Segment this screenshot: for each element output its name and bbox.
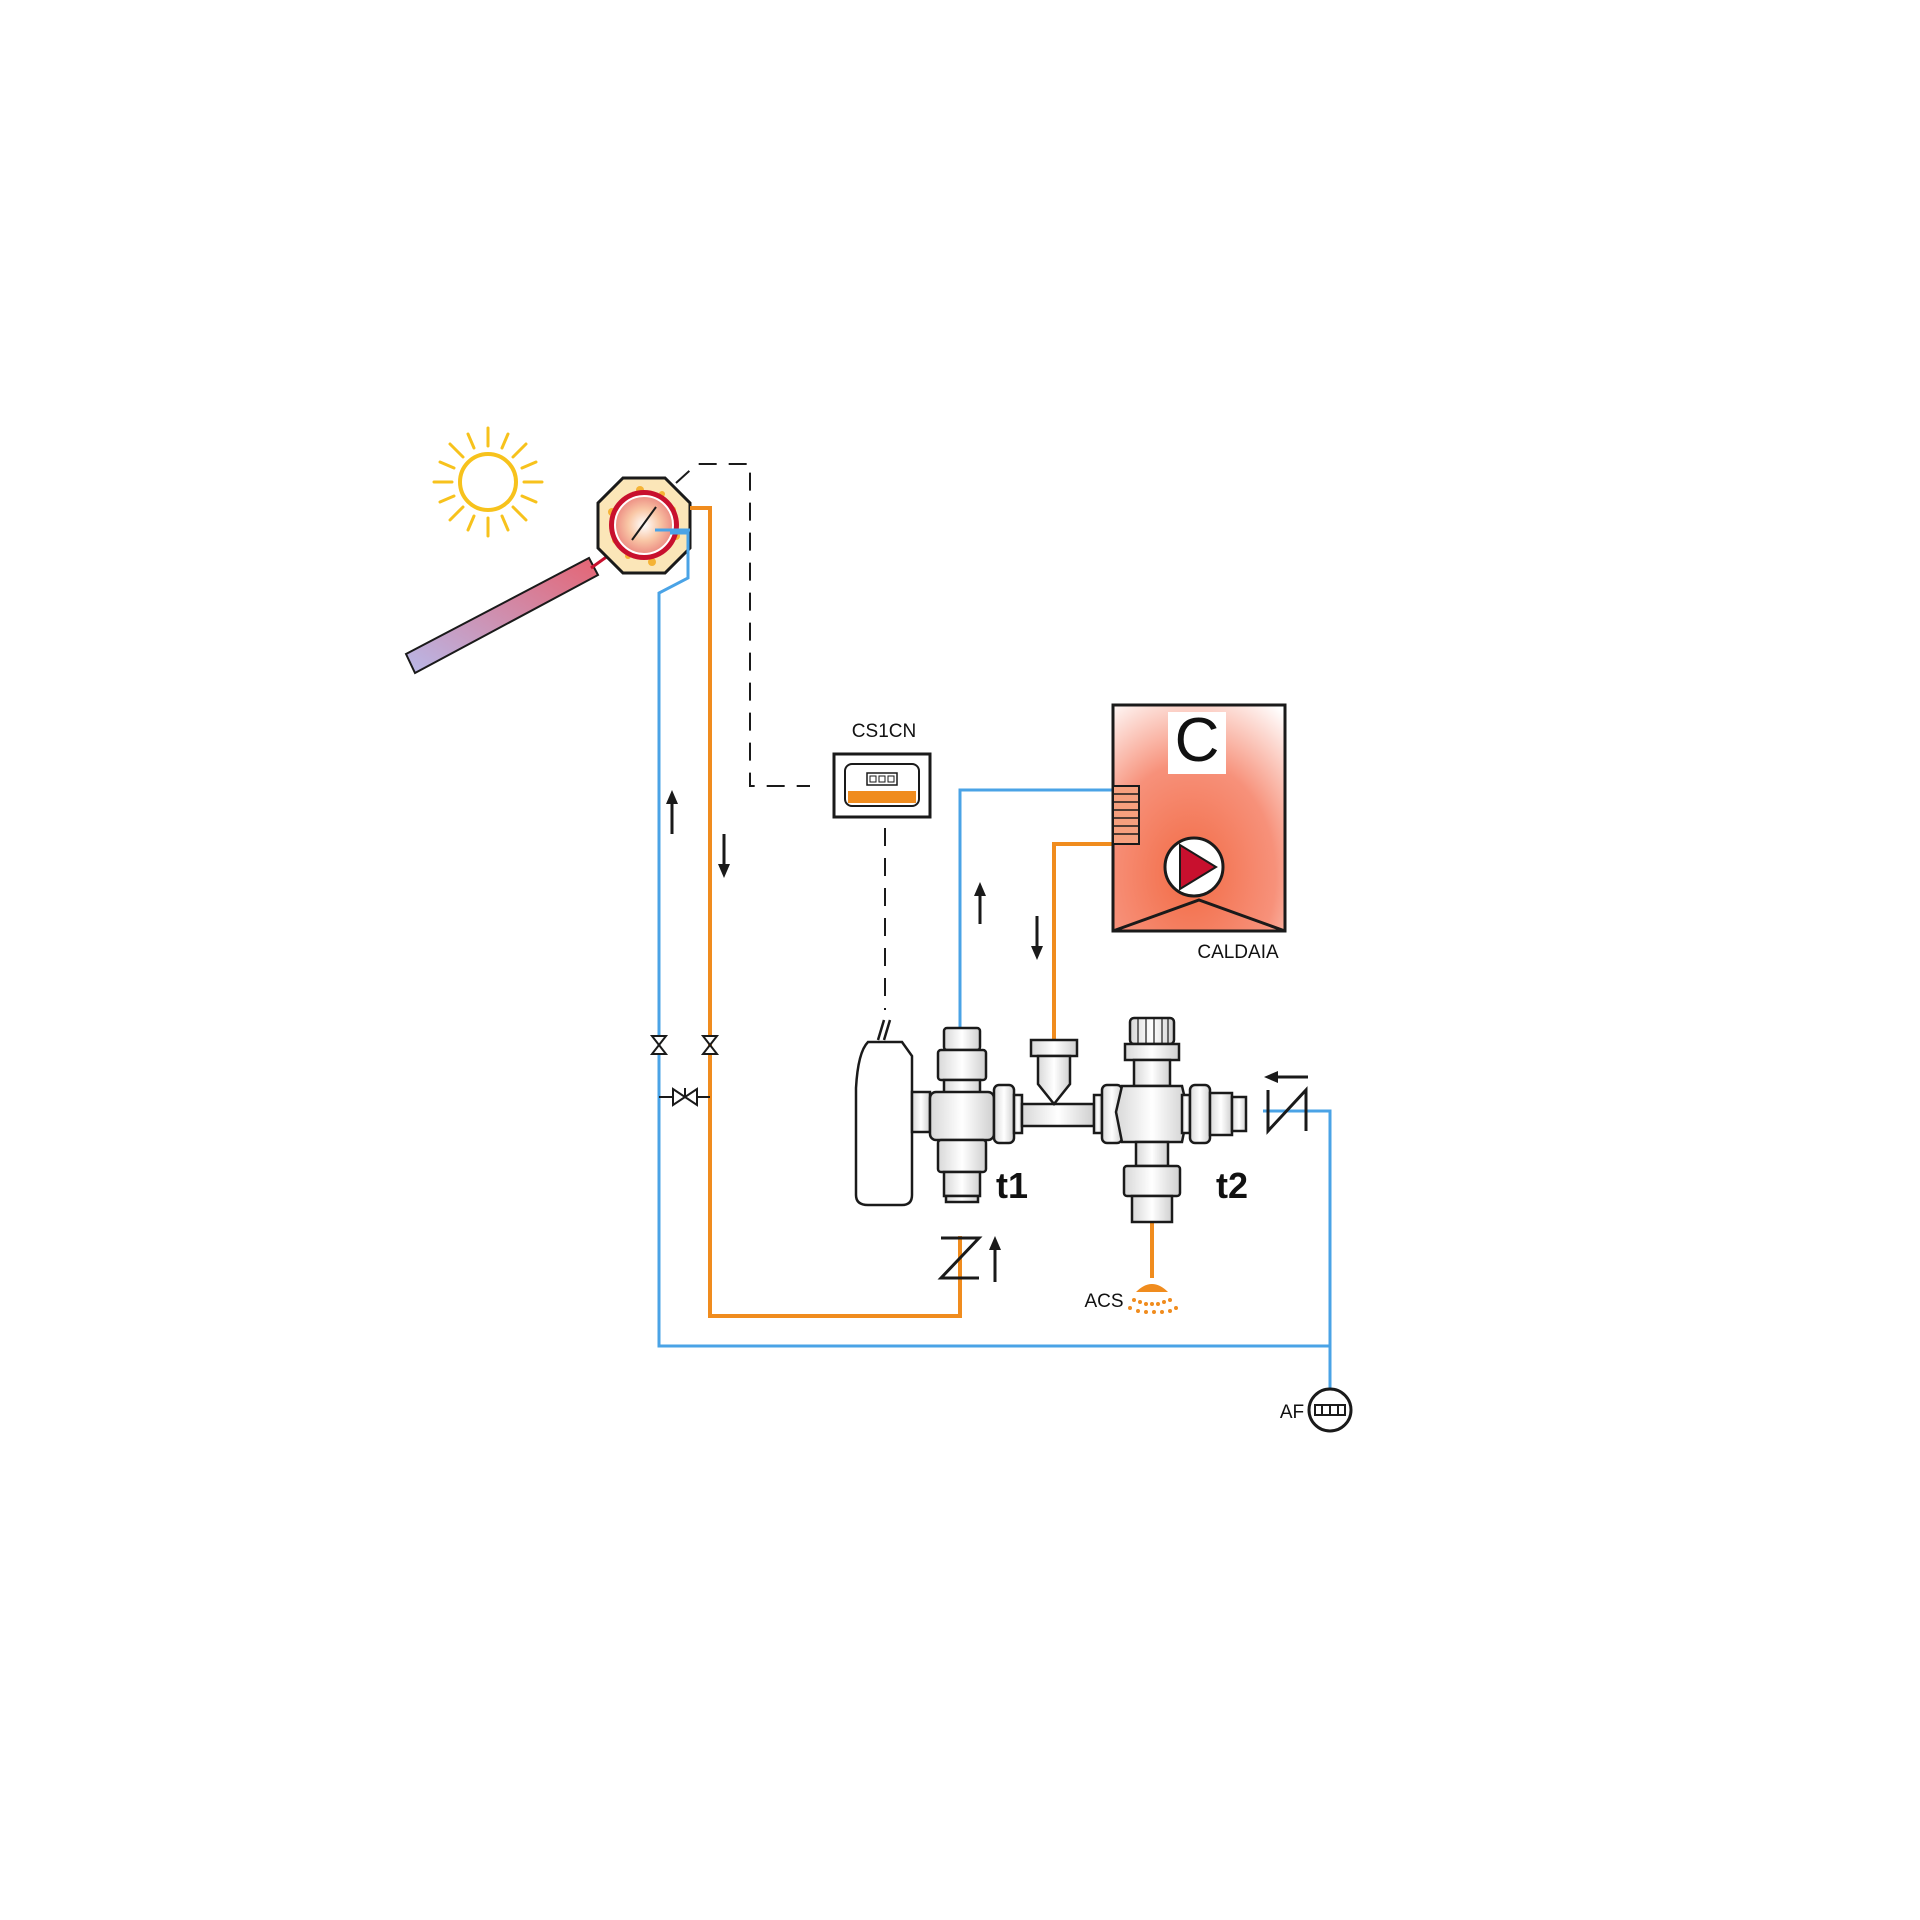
- pump-icon: [1163, 836, 1225, 898]
- valve-assembly: [854, 1016, 1248, 1224]
- shower-icon: [1128, 1284, 1178, 1314]
- flow-arrow-icon: [1264, 1071, 1308, 1083]
- hot-water-label: ACS: [1084, 1291, 1123, 1312]
- controller-label: CS1CN: [852, 721, 916, 742]
- cold-water-label: AF: [1280, 1402, 1304, 1423]
- hot-pipe-network: [690, 506, 1154, 1318]
- valve-icon: [700, 1035, 720, 1055]
- sensor-signal-line: [675, 463, 886, 1010]
- boiler-label: CALDAIA: [1197, 942, 1279, 963]
- boiler-letter: C: [1175, 706, 1220, 775]
- valve-1-label: t1: [996, 1165, 1028, 1206]
- controller-icon: [832, 752, 932, 819]
- solar-tank-icon: [596, 476, 692, 575]
- solar-collector-icon: [404, 551, 613, 675]
- valve-icon: [659, 1087, 710, 1107]
- flow-arrow-icon: [718, 834, 730, 878]
- actuator-icon: [854, 1040, 914, 1207]
- flow-arrow-icon: [974, 882, 986, 924]
- flow-arrow-icon: [989, 1236, 1001, 1282]
- valve-2-label: t2: [1216, 1165, 1248, 1206]
- flow-arrow-icon: [1031, 916, 1043, 960]
- sun-icon: [432, 426, 544, 538]
- flow-arrow-icon: [666, 790, 678, 834]
- check-valve-icon: [1266, 1086, 1308, 1135]
- check-valve-icon: [937, 1236, 983, 1280]
- valve-icon: [649, 1035, 669, 1055]
- water-meter-icon: [1307, 1387, 1353, 1433]
